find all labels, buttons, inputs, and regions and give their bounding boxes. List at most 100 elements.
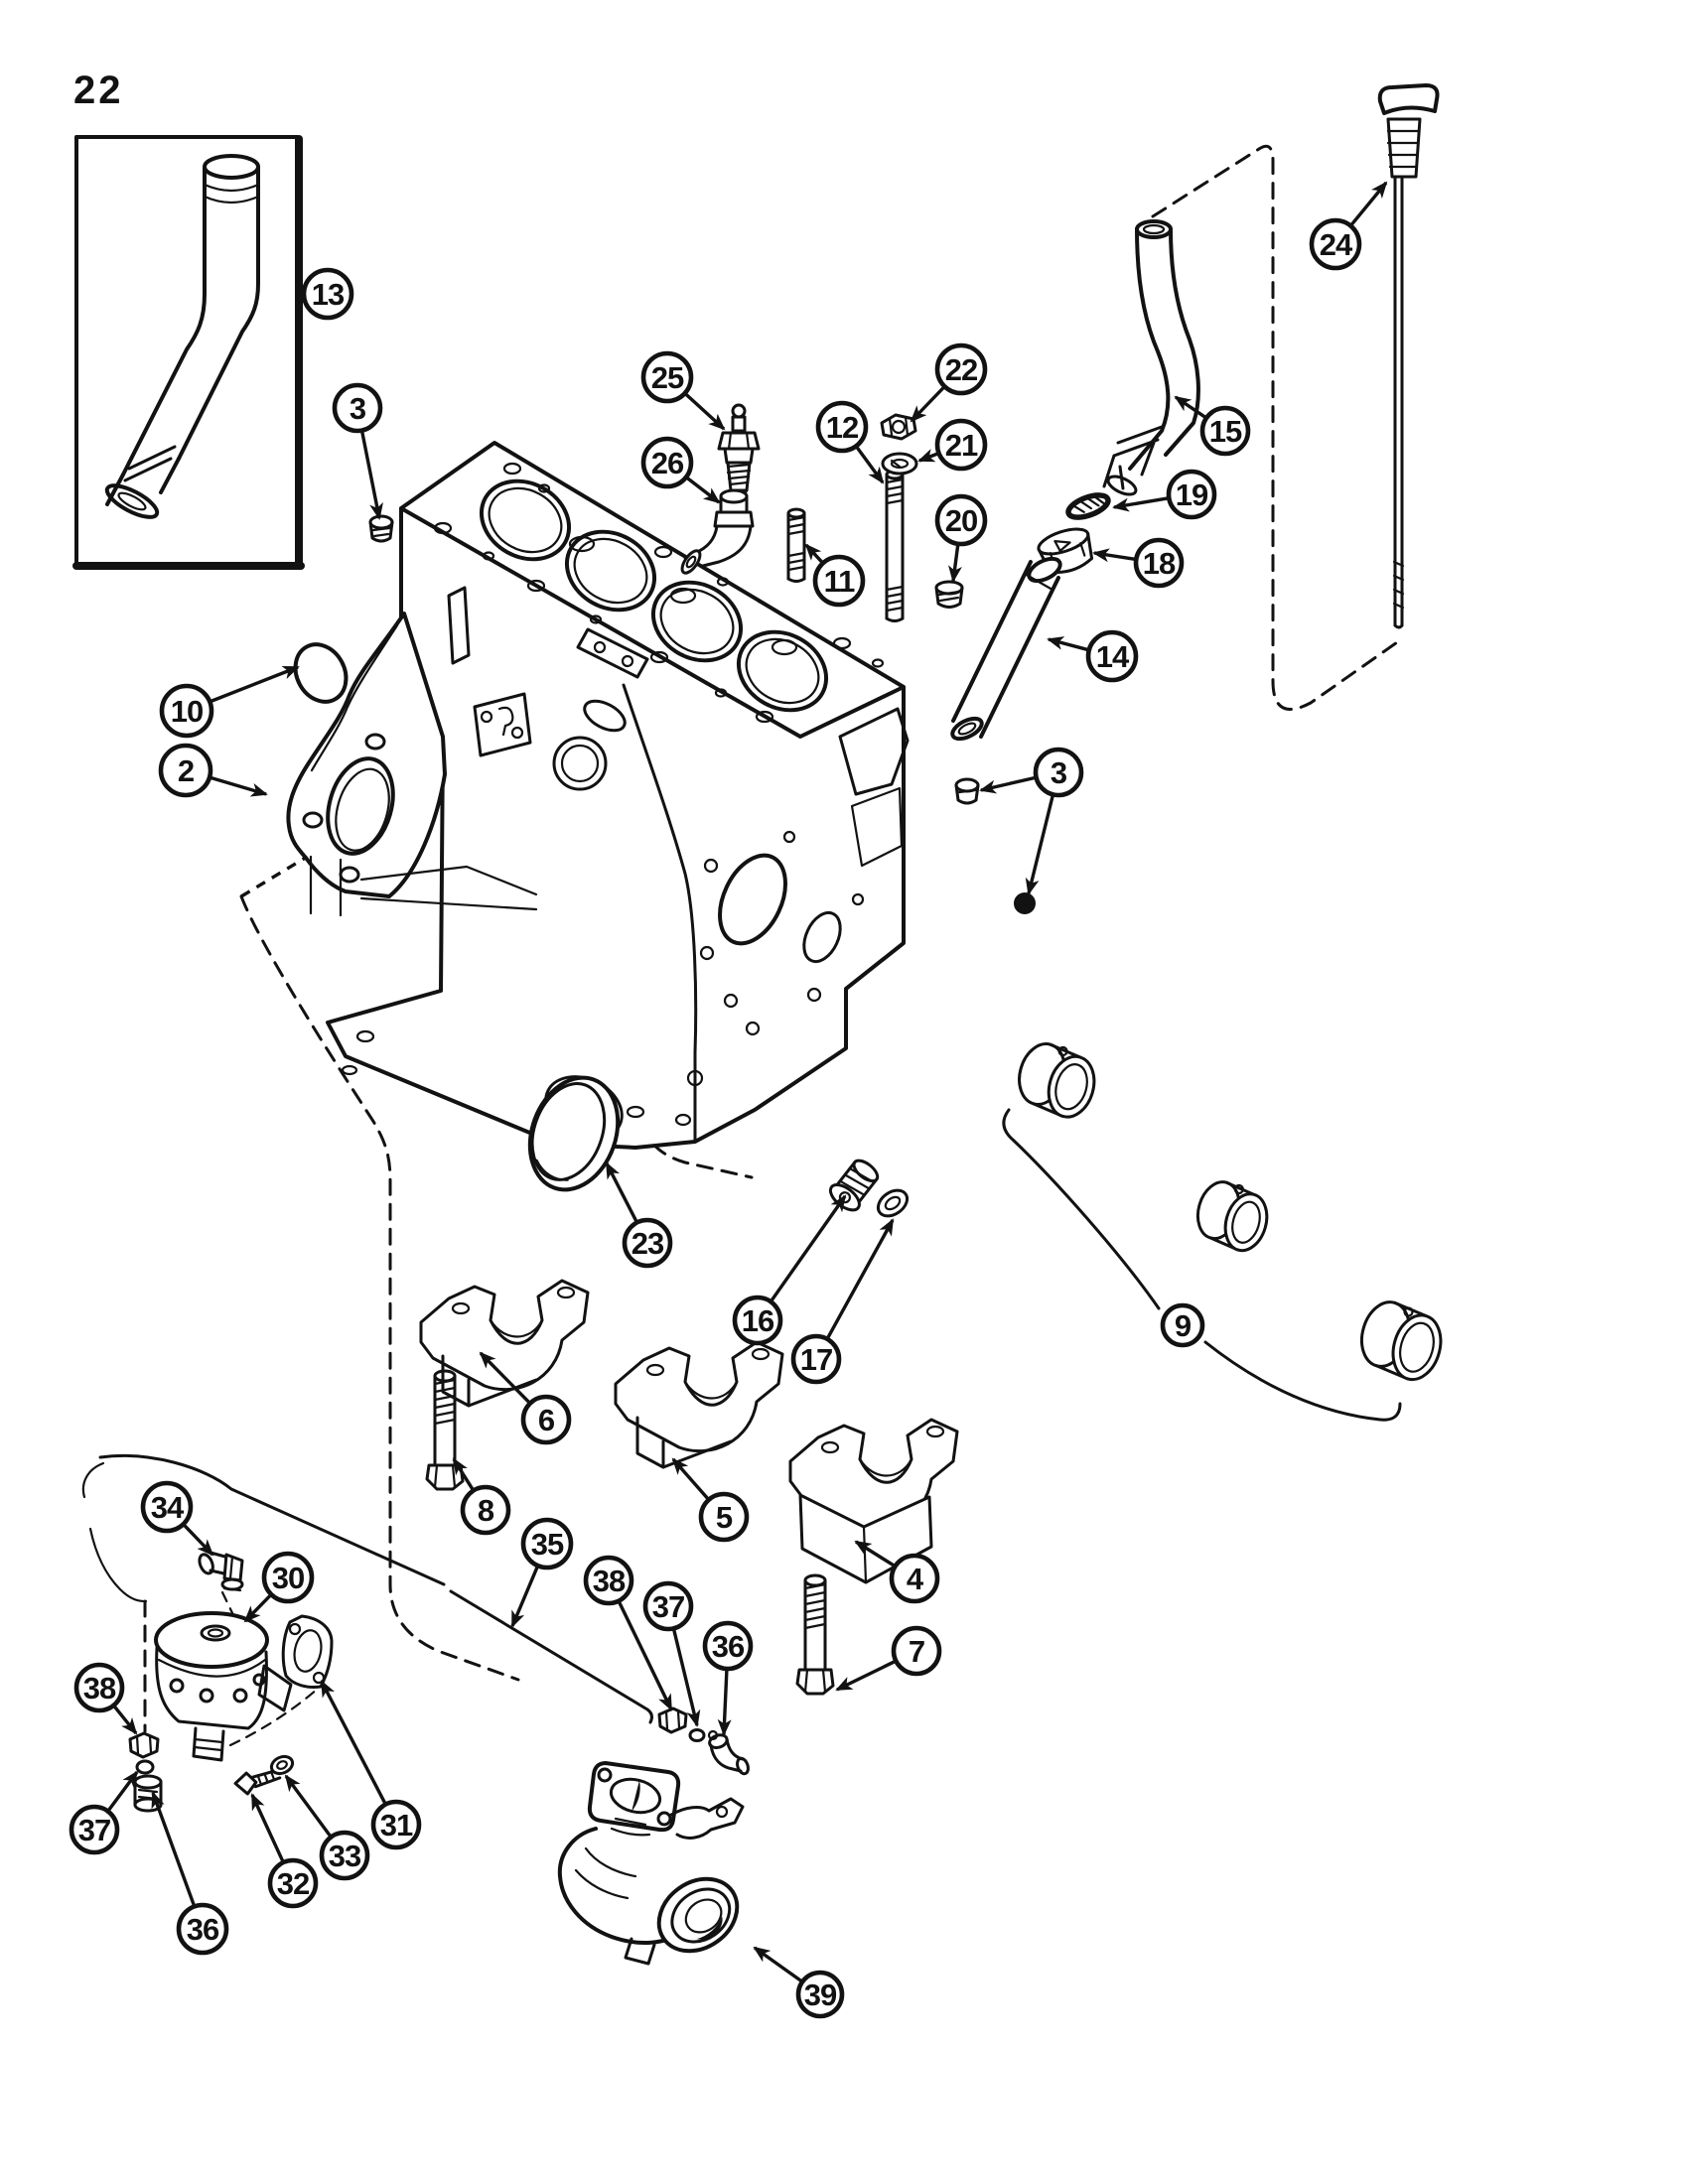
callout-balloon — [69, 1804, 120, 1855]
callout-17: 17 — [790, 1218, 895, 1385]
expansion-plug-oval — [293, 642, 349, 704]
inset-box — [72, 135, 305, 570]
callout-37: 37 — [69, 1770, 139, 1855]
deck-holes — [433, 462, 885, 724]
callout-balloon — [642, 1580, 694, 1632]
callout-leader — [210, 776, 268, 797]
mount-bracket — [473, 692, 532, 757]
callout-balloon — [1160, 1302, 1205, 1348]
callout-leader — [243, 1594, 272, 1623]
cam-bushing-center — [1195, 1180, 1269, 1253]
callout-39: 39 — [753, 1946, 845, 2019]
gallery-plug-16 — [828, 1159, 880, 1212]
washer-33 — [269, 1754, 295, 1776]
callout-34: 34 — [140, 1480, 214, 1557]
callout-number: 21 — [945, 428, 978, 463]
callout-balloon — [520, 1394, 572, 1445]
callout-balloon — [1166, 469, 1217, 520]
callout-layer: 1331022526122221201115191824143231617968… — [69, 181, 1388, 2019]
callout-number: 16 — [742, 1303, 774, 1338]
callout-number: 37 — [78, 1813, 110, 1847]
callout-leader — [479, 1351, 530, 1404]
callout-balloon — [702, 1620, 754, 1672]
stud-long — [885, 469, 905, 622]
callout-leader — [1350, 181, 1388, 226]
callout-number: 22 — [945, 352, 977, 387]
callout-30: 30 — [243, 1551, 315, 1623]
fitting-nut-38-left — [128, 1731, 160, 1759]
callout-balloon — [815, 400, 869, 454]
callout-number: 31 — [380, 1808, 413, 1843]
callout-18: 18 — [1092, 537, 1185, 589]
carburetor — [557, 1761, 745, 1966]
callout-balloon — [640, 350, 694, 404]
callout-number: 13 — [312, 277, 345, 312]
callout-16: 16 — [732, 1194, 847, 1346]
callout-leader — [855, 446, 885, 484]
cap-bolt-7 — [795, 1573, 835, 1696]
temperature-sender — [717, 403, 761, 502]
callout-balloon — [267, 1857, 319, 1909]
oil-tube-14 — [950, 556, 1062, 742]
callout-21: 21 — [917, 418, 988, 472]
callout-38: 38 — [583, 1555, 673, 1711]
bearing-cap-4 — [788, 1418, 959, 1584]
callout-balloon — [1309, 217, 1362, 271]
callout-leader — [771, 1194, 847, 1301]
callout-3: 3 — [979, 747, 1084, 895]
callout-number: 2 — [178, 753, 194, 788]
callout-balloon — [934, 418, 988, 472]
callout-balloon — [370, 1799, 422, 1850]
callout-balloon — [261, 1551, 315, 1604]
callout-4: 4 — [854, 1540, 940, 1604]
callout-number: 8 — [478, 1493, 494, 1528]
callout-number: 36 — [712, 1629, 745, 1664]
callout-6: 6 — [479, 1351, 572, 1445]
callout-leader — [979, 775, 1036, 794]
callout-leader — [151, 1791, 196, 1906]
callout-balloon — [460, 1484, 511, 1536]
callout-number: 26 — [651, 446, 684, 480]
callout-leader — [510, 1567, 539, 1628]
callout-number: 38 — [593, 1564, 626, 1598]
deck-boss — [576, 627, 649, 679]
cam-bushing-rear — [1359, 1300, 1443, 1382]
callout-leader — [1047, 636, 1088, 651]
callout-balloon — [158, 743, 213, 798]
callout-leader — [1174, 395, 1206, 419]
bushing-set-line — [1002, 1108, 1402, 1422]
callout-balloon — [934, 342, 988, 396]
callout-leader — [685, 393, 726, 431]
callout-leader — [686, 477, 721, 504]
face-openings — [552, 699, 627, 791]
callout-33: 33 — [284, 1774, 370, 1881]
callout-balloon — [319, 1830, 370, 1881]
callout-number: 3 — [350, 391, 366, 426]
callout-balloon — [1085, 629, 1139, 683]
callout-leader — [113, 1706, 138, 1735]
mount-rib — [309, 855, 538, 1076]
callout-number: 34 — [151, 1490, 185, 1525]
callout-number: 17 — [800, 1342, 832, 1377]
callout-leader — [210, 665, 300, 703]
callout-leader — [1025, 795, 1054, 895]
dashed-boundary-right — [1151, 144, 1402, 711]
callout-balloon — [622, 1217, 673, 1269]
callout-balloon — [790, 1333, 842, 1385]
cap-bolt-8 — [425, 1369, 465, 1491]
washer-17 — [876, 1188, 910, 1218]
elbow-fitting-26 — [680, 488, 755, 575]
callout-balloon — [140, 1480, 194, 1534]
stud-short — [786, 507, 806, 583]
callout-14: 14 — [1047, 629, 1139, 683]
callout-12: 12 — [815, 400, 885, 484]
engine-block — [286, 441, 910, 1150]
fitting-nut-38-right — [657, 1706, 688, 1734]
callout-35: 35 — [510, 1517, 574, 1628]
cylinder-bores — [479, 478, 829, 713]
filler-tube-15 — [1102, 219, 1200, 496]
callout-leader — [360, 432, 383, 520]
callout-balloon — [732, 1295, 783, 1346]
callout-leader — [917, 449, 938, 463]
